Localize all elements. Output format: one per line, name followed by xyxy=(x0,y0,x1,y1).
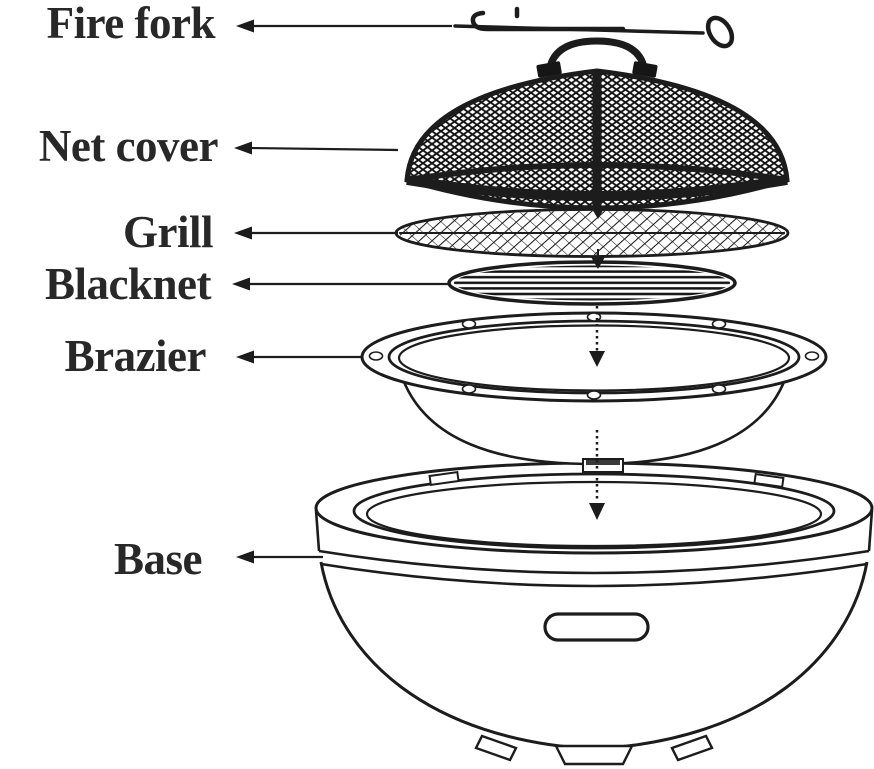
base-band-lower xyxy=(320,562,868,588)
base-foot-left xyxy=(474,734,518,762)
arrow-blacknet-to-brazier xyxy=(589,351,605,367)
fire-fork-hook xyxy=(470,10,626,32)
base-tab-left xyxy=(428,470,460,487)
brazier-drawing xyxy=(360,311,828,473)
blacknet-drawing xyxy=(447,260,737,306)
arrow-grill-to-blacknet xyxy=(591,257,605,269)
fire-fork-drawing xyxy=(453,6,735,49)
grill-drawing xyxy=(394,208,790,258)
fire-fork-rod xyxy=(453,24,705,35)
part-labels: Fire fork Net cover Grill Blacknet Brazi… xyxy=(39,0,219,584)
label-net-cover: Net cover xyxy=(39,121,218,171)
label-arrows xyxy=(232,19,452,564)
label-base: Base xyxy=(114,534,202,584)
fire-fork-handle-loop xyxy=(705,15,735,49)
base-opening xyxy=(365,480,823,548)
base-foot-right xyxy=(670,734,714,762)
label-brazier: Brazier xyxy=(65,331,206,381)
base-arrowhead xyxy=(236,550,254,564)
base-tab-right xyxy=(753,472,785,489)
net-cover-drawing xyxy=(404,37,790,211)
base-foot-center xyxy=(554,744,634,766)
base-bowl-body xyxy=(319,561,869,751)
assembly-arrows xyxy=(589,197,605,520)
arrow-netcover-to-grill xyxy=(591,207,605,219)
label-grill: Grill xyxy=(123,207,213,257)
label-fire-fork: Fire fork xyxy=(47,0,216,48)
blacknet-arrowhead xyxy=(232,277,250,291)
base-handle-slot xyxy=(543,612,650,642)
grill-arrowhead xyxy=(234,226,252,240)
brazier-rim-holes xyxy=(368,312,820,400)
label-blacknet: Blacknet xyxy=(45,259,212,309)
arrow-brazier-to-base xyxy=(589,503,605,520)
base-band-upper xyxy=(318,549,870,575)
net-cover-arrowhead xyxy=(234,141,252,155)
brazier-arrowhead xyxy=(236,350,254,364)
net-cover-handle xyxy=(545,37,649,74)
fire-fork-arrowhead xyxy=(236,19,254,33)
